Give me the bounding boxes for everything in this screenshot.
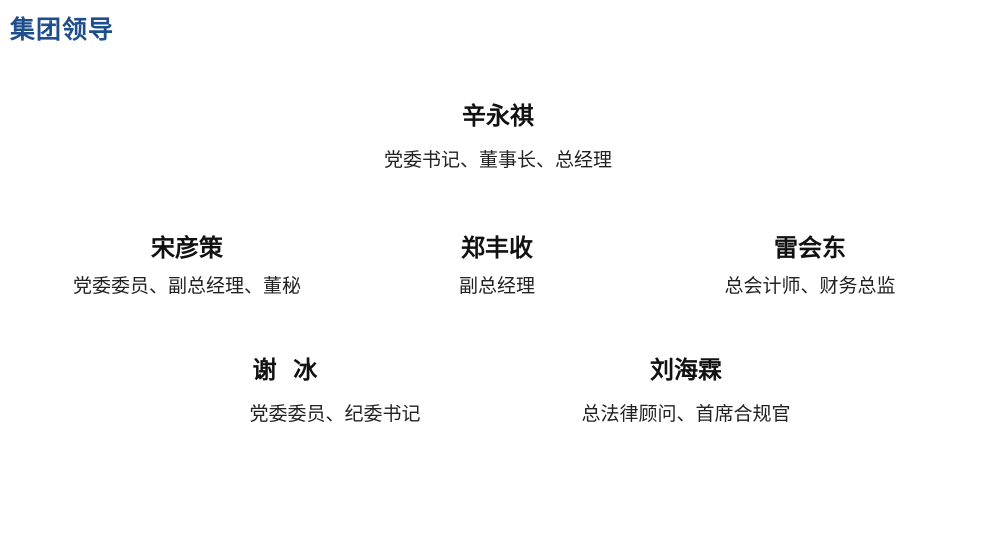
leader-title: 总会计师、财务总监 bbox=[724, 275, 896, 297]
leader-card-liu: 刘海霖 总法律顾问、首席合规官 bbox=[536, 350, 836, 426]
leader-title: 党委书记、董事长、总经理 bbox=[383, 149, 612, 171]
leader-name: 雷会东 bbox=[774, 233, 846, 262]
leader-name: 郑丰收 bbox=[461, 233, 533, 262]
leader-card-lei: 雷会东 总会计师、财务总监 bbox=[660, 228, 960, 298]
leader-name: 宋彦策 bbox=[151, 233, 223, 262]
leader-card-song: 宋彦策 党委委员、副总经理、董秘 bbox=[37, 228, 337, 298]
page-title: 集团领导 bbox=[10, 15, 115, 44]
leader-name: 辛永祺 bbox=[462, 101, 534, 130]
leader-title: 总法律顾问、首席合规官 bbox=[581, 403, 791, 425]
leader-name: 谢 冰 bbox=[252, 355, 318, 384]
leader-title: 党委委员、副总经理、董秘 bbox=[72, 275, 301, 297]
leader-name: 刘海霖 bbox=[650, 355, 722, 384]
leader-title: 党委委员、纪委书记 bbox=[249, 403, 421, 425]
leader-card-zheng: 郑丰收 副总经理 bbox=[397, 228, 597, 298]
leader-card-xie: 谢 冰 党委委员、纪委书记 bbox=[185, 350, 485, 426]
leader-card-chairman: 辛永祺 党委书记、董事长、总经理 bbox=[348, 96, 648, 172]
leader-title: 副总经理 bbox=[458, 275, 535, 297]
